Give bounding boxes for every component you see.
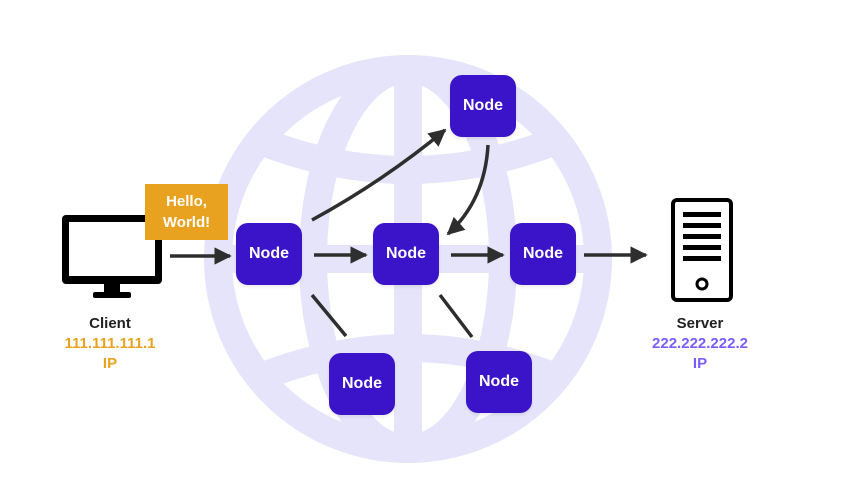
- edge-center-node-to-bottom-right-node: [438, 293, 474, 339]
- node-right: Node: [510, 223, 576, 285]
- node-center: Node: [373, 223, 439, 285]
- server-ip-label: IP: [692, 355, 708, 372]
- server-caption: Server 222.222.222.2 IP: [630, 314, 770, 374]
- server-label: Server: [676, 315, 724, 332]
- node-bottom-left: Node: [329, 353, 395, 415]
- client-label: Client: [89, 315, 131, 332]
- node-bottom-right: Node: [466, 351, 532, 413]
- edge-top-node-to-center-node: [446, 144, 490, 236]
- edge-node-to-top-node: [311, 128, 447, 222]
- node-top: Node: [450, 75, 516, 137]
- edge-node-to-bottom-left-node: [310, 293, 348, 338]
- client-caption: Client 111.111.111.1 IP: [40, 314, 180, 374]
- client-ip-address: 111.111.111.1: [64, 335, 156, 352]
- node-left: Node: [236, 223, 302, 285]
- message-line-2: World!: [162, 214, 211, 231]
- message-line-1: Hello,: [166, 193, 207, 210]
- message-bubble: Hello, World!: [145, 184, 228, 240]
- server-ip-address: 222.222.222.2: [652, 335, 748, 352]
- client-ip-label: IP: [102, 355, 118, 372]
